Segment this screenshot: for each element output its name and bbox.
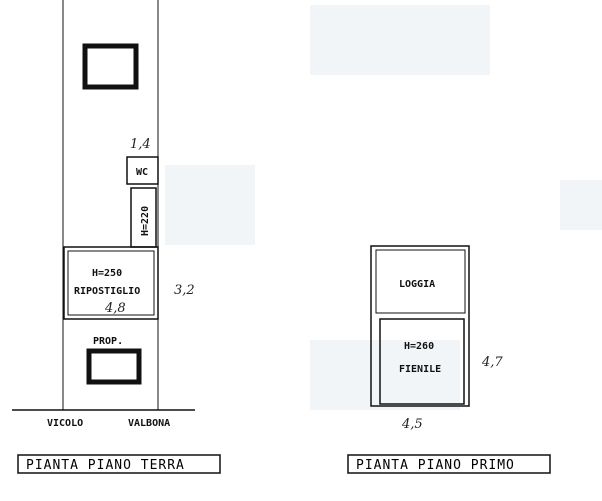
first-floor-outline — [370, 245, 470, 407]
storage-name-label: RIPOSTIGLIO — [74, 286, 140, 297]
storage-room — [63, 246, 159, 320]
handwritten-bottom-dim: 4,5 — [401, 417, 423, 432]
watermark-patch — [165, 165, 255, 245]
first-floor-title: PIANTA PIANO PRIMO — [356, 458, 515, 473]
barn-name-label: FIENILE — [399, 364, 441, 375]
corridor-height-label: H=220 — [140, 206, 151, 236]
wc-room — [126, 156, 159, 185]
courtyard-block-top — [82, 43, 139, 90]
ground-floor-title-box — [17, 454, 221, 474]
barn-room — [379, 318, 465, 405]
barn-height-label: H=260 — [404, 341, 434, 352]
loggia-room — [375, 249, 466, 314]
ground-floor-title: PIANTA PIANO TERRA — [26, 458, 185, 473]
handwritten-top-dim: 1,4 — [130, 137, 151, 152]
handwritten-side-dim-first: 4,7 — [481, 355, 503, 370]
handwritten-room-dim: 4,8 — [104, 301, 126, 316]
handwritten-side-dim: 3,2 — [174, 283, 195, 298]
wc-label: WC — [136, 167, 148, 178]
first-floor-plan — [347, 245, 551, 474]
watermark-patch — [310, 340, 460, 410]
loggia-label: LOGGIA — [399, 279, 435, 290]
street-name-right: VALBONA — [128, 418, 170, 429]
ground-floor-plan — [12, 0, 221, 474]
street-name-left: VICOLO — [47, 418, 83, 429]
watermark-patch — [310, 5, 490, 75]
watermark-patch — [560, 180, 602, 230]
courtyard-block-bottom — [86, 348, 142, 385]
owner-label: PROP. — [93, 336, 123, 347]
first-floor-title-box — [347, 454, 551, 474]
storage-height-label: H=250 — [92, 268, 122, 279]
